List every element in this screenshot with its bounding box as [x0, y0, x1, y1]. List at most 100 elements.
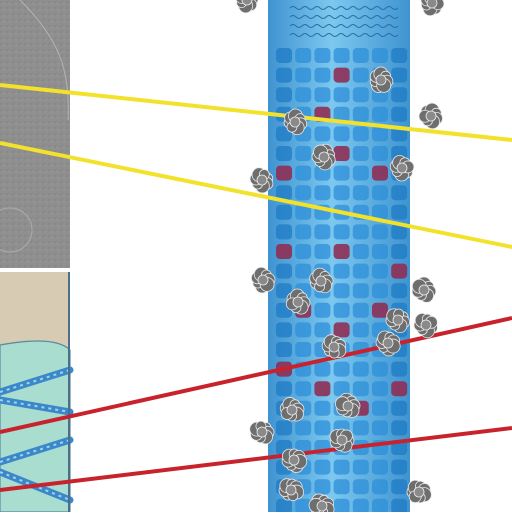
tube-tile: [391, 420, 407, 435]
tube-tile: [276, 48, 292, 63]
marked-tile: [276, 166, 292, 181]
molecule-core: [316, 276, 326, 286]
tube-tile: [372, 283, 388, 298]
molecule-core: [257, 175, 267, 185]
tube-tile: [314, 68, 330, 83]
tube-tile: [353, 322, 369, 337]
tube-tile: [295, 420, 311, 435]
tube-tile: [314, 460, 330, 475]
tube-tile: [295, 322, 311, 337]
tube-tile: [372, 264, 388, 279]
tube-tile: [391, 244, 407, 259]
tube-tile: [391, 283, 407, 298]
tube-tile: [314, 420, 330, 435]
tube-tile: [334, 48, 350, 63]
tube-tile: [391, 48, 407, 63]
tube-tile: [334, 185, 350, 200]
molecule-core: [383, 338, 393, 348]
marked-tile: [334, 322, 350, 337]
tube-tile: [334, 303, 350, 318]
tube-tile: [295, 87, 311, 102]
tube-tile: [372, 381, 388, 396]
marked-tile: [334, 146, 350, 161]
tube-tile: [372, 499, 388, 512]
tube-tile: [276, 146, 292, 161]
tube-tile: [314, 401, 330, 416]
tube-tile: [353, 420, 369, 435]
tube-tile: [314, 244, 330, 259]
tube-tile: [353, 499, 369, 512]
molecule: [250, 421, 274, 444]
tube-tile: [295, 342, 311, 357]
tube-tile: [353, 87, 369, 102]
tube-tile: [353, 460, 369, 475]
tube-tile: [353, 185, 369, 200]
tube-tile: [334, 224, 350, 239]
marked-tile: [276, 244, 292, 259]
tube-tile: [372, 48, 388, 63]
molecule: [421, 0, 444, 16]
tube-tile: [353, 303, 369, 318]
tube-tile: [334, 87, 350, 102]
marked-tile: [334, 244, 350, 259]
tube-tile: [334, 166, 350, 181]
tube-tile: [276, 224, 292, 239]
tube-tile: [353, 166, 369, 181]
molecule-core: [397, 163, 407, 173]
tube-tile: [372, 146, 388, 161]
molecule-core: [343, 401, 353, 411]
tube-tile: [391, 68, 407, 83]
marked-tile: [391, 264, 407, 279]
molecule-core: [376, 75, 386, 85]
tube-tile: [391, 460, 407, 475]
molecule-core: [293, 297, 303, 307]
molecule-core: [287, 405, 297, 415]
molecule-core: [319, 152, 329, 162]
tube-tile: [276, 381, 292, 396]
tube-tile: [372, 460, 388, 475]
molecule-core: [290, 117, 300, 127]
tube-tile: [353, 68, 369, 83]
marked-tile: [391, 381, 407, 396]
tube-tile: [334, 499, 350, 512]
panel-divider: [0, 268, 70, 272]
marked-tile: [372, 303, 388, 318]
tube-tile: [353, 283, 369, 298]
tube-tile: [391, 185, 407, 200]
tube-tile: [276, 420, 292, 435]
molecule-core: [419, 285, 429, 295]
tube-tile: [334, 126, 350, 141]
molecule: [412, 277, 436, 302]
tube-tile: [372, 126, 388, 141]
tube-tile: [391, 87, 407, 102]
tube-tile: [295, 68, 311, 83]
tube-tile: [391, 107, 407, 122]
molecule-core: [289, 455, 299, 465]
tube-tile: [334, 264, 350, 279]
tube-tile: [295, 224, 311, 239]
tube-tile: [314, 479, 330, 494]
tube-tile: [372, 401, 388, 416]
molecule-core: [414, 487, 424, 497]
tube-tile: [334, 283, 350, 298]
molecule-core: [393, 315, 403, 325]
tube-tile: [391, 479, 407, 494]
tube-tile: [314, 362, 330, 377]
tube-tile: [391, 401, 407, 416]
tube-tile: [353, 48, 369, 63]
tube-tile: [295, 381, 311, 396]
tube-tile: [295, 185, 311, 200]
tube-tile: [334, 460, 350, 475]
tube-tile: [295, 48, 311, 63]
tube-tile: [372, 185, 388, 200]
tube-tile: [295, 264, 311, 279]
marked-tile: [314, 381, 330, 396]
tube-tile: [314, 303, 330, 318]
tube-tile: [372, 362, 388, 377]
tube-tile: [276, 68, 292, 83]
molecule-core: [426, 111, 436, 121]
molecule-core: [421, 320, 431, 330]
tube-tile: [353, 264, 369, 279]
